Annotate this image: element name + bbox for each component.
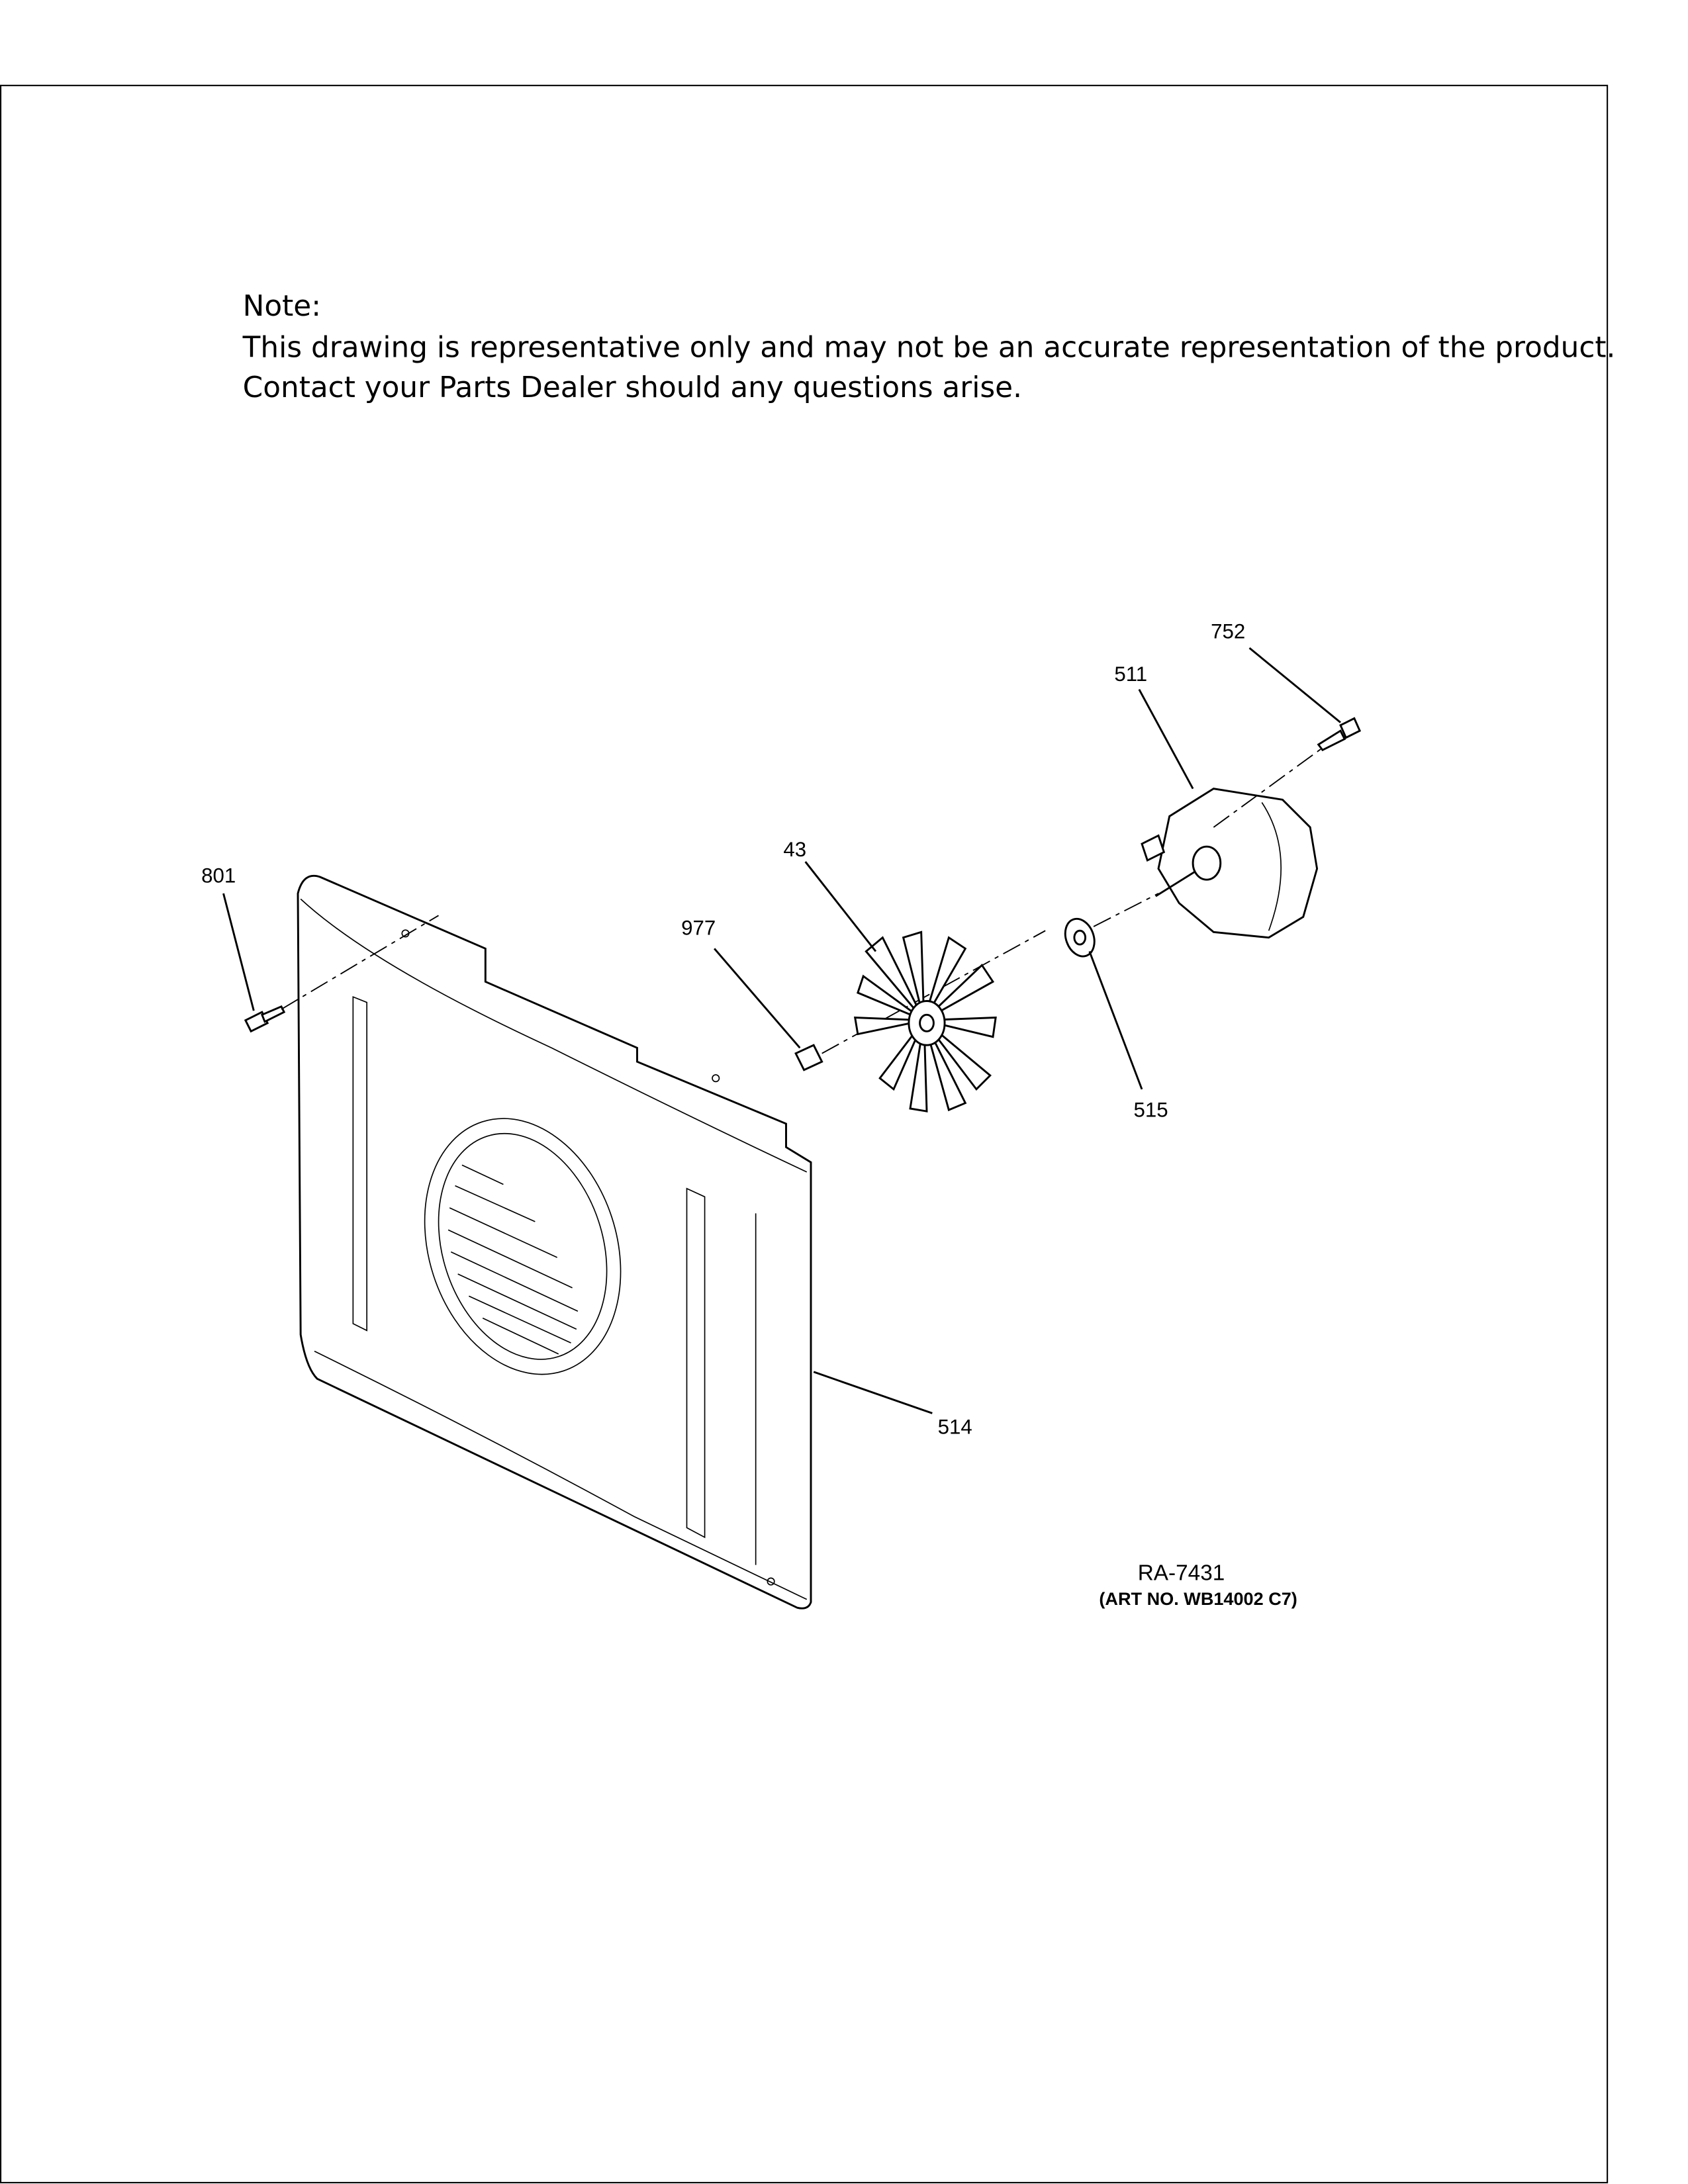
- cover-vent-slots: [447, 1164, 579, 1355]
- nut-977: [794, 1044, 823, 1071]
- note-line-1: This drawing is representative only and …: [242, 331, 1616, 365]
- fan-cover-panel: [297, 874, 812, 1610]
- callout-514: 514: [938, 1416, 972, 1439]
- page-border: [0, 85, 1609, 2183]
- screw-752: [1317, 717, 1362, 752]
- note-line-2: Contact your Parts Dealer should any que…: [243, 371, 1022, 404]
- callout-43: 43: [783, 838, 806, 861]
- callout-752: 752: [1211, 620, 1245, 643]
- note-heading: Note:: [243, 289, 321, 323]
- motor-511: [1141, 788, 1319, 939]
- fan-blade-43: [853, 931, 997, 1113]
- callout-801: 801: [201, 864, 236, 887]
- art-number: (ART NO. WB14002 C7): [1099, 1588, 1297, 1609]
- callout-977: 977: [681, 917, 716, 940]
- callout-515: 515: [1134, 1099, 1168, 1122]
- washer-515: [1064, 917, 1096, 958]
- drawing-id: RA-7431: [1138, 1561, 1225, 1586]
- callout-511: 511: [1114, 662, 1147, 686]
- screw-801: [244, 1005, 286, 1033]
- leader-lines: [222, 647, 1341, 1414]
